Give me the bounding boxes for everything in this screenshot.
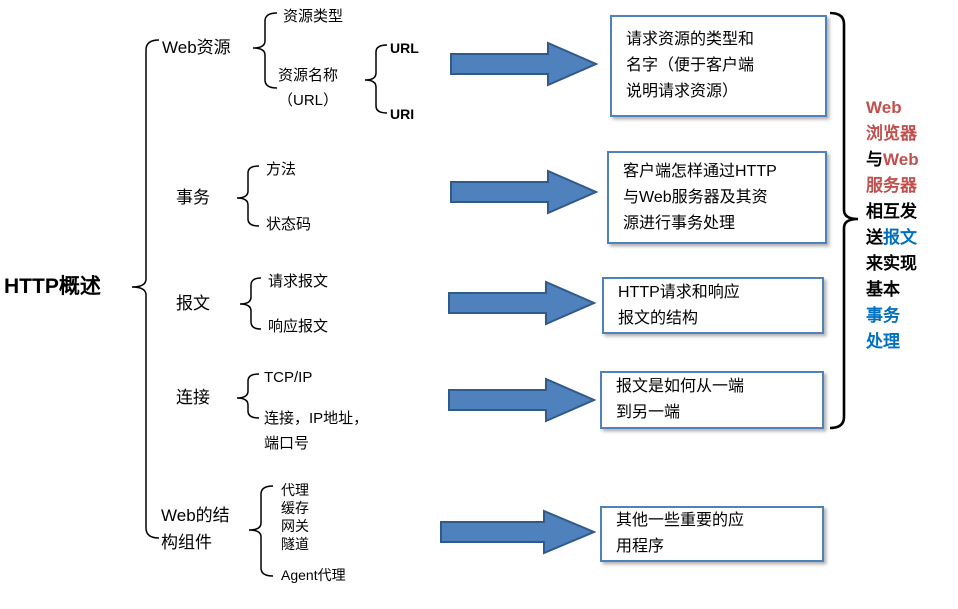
side-note-line: 浏览器: [866, 121, 958, 147]
callout-box-2: 客户端怎样通过HTTP 与Web服务器及其资 源进行事务处理: [607, 151, 827, 244]
branch-components-line2: 构组件: [161, 533, 212, 552]
right-arrow-icon: [440, 509, 597, 555]
side-note-line: 相互发: [866, 199, 958, 225]
main-brace: [131, 39, 160, 539]
branch-message: 报文: [176, 294, 210, 313]
callout-box-1: 请求资源的类型和 名字（便于客户端 说明请求资源）: [610, 15, 827, 117]
side-note-line: 服务器: [866, 173, 958, 199]
side-note-line: 事务: [866, 303, 958, 329]
side-note-segment: 事务: [866, 306, 900, 325]
web-resource-brace: [252, 12, 278, 89]
side-note-line: 来实现: [866, 251, 958, 277]
leaf-agent-proxy: Agent代理: [281, 567, 346, 583]
leaf-connection-detail-line1: 连接，IP地址，: [264, 410, 369, 427]
branch-connection: 连接: [176, 388, 210, 407]
side-note-line: 与Web: [866, 147, 958, 173]
message-brace: [239, 277, 262, 330]
right-arrow-icon: [450, 169, 599, 215]
callout-box-3: HTTP请求和响应 报文的结构: [602, 277, 824, 334]
side-note-segment: 报文: [883, 228, 917, 247]
branch-web-resource: Web资源: [162, 38, 231, 57]
right-arrow-icon: [450, 41, 599, 87]
components-brace: [248, 485, 274, 577]
leaf-cache: 缓存: [281, 500, 309, 516]
side-note-line: 基本: [866, 277, 958, 303]
box-line: 客户端怎样通过HTTP: [623, 162, 777, 180]
branch-components-line1: Web的结: [161, 506, 230, 525]
callout-box-5: 其他一些重要的应 用程序: [600, 506, 824, 562]
block-arrow-4: [448, 377, 597, 428]
box-line: 报文的结构: [618, 309, 699, 327]
side-note-segment: 服务器: [866, 176, 917, 195]
branch-transaction: 事务: [176, 188, 210, 207]
box-line: 名字（便于客户端: [626, 57, 755, 74]
branch-components: Web的结 构组件: [161, 502, 230, 556]
box-line: 源进行事务处理: [623, 214, 736, 232]
leaf-tunnel: 隧道: [281, 536, 309, 552]
resource-name-brace: [364, 44, 388, 114]
callout-box-4: 报文是如何从一端 到另一端: [600, 371, 824, 429]
right-arrow-icon: [448, 280, 597, 326]
side-note-segment: 基本: [866, 280, 900, 299]
leaf-gateway: 网关: [281, 518, 309, 534]
leaf-status-code: 状态码: [266, 216, 312, 233]
leaf-resource-type: 资源类型: [283, 8, 344, 25]
side-note-segment: 与: [866, 150, 883, 169]
leaf-uri: URI: [390, 106, 415, 122]
box-line: 用程序: [616, 538, 665, 555]
leaf-url: URL: [390, 40, 419, 56]
box-line: 与Web服务器及其资: [623, 188, 768, 206]
leaf-resource-name-line2: （URL）: [278, 92, 339, 109]
box-line: 到另一端: [616, 404, 681, 421]
side-note-segment: 处理: [866, 332, 900, 351]
leaf-connection-detail-line2: 端口号: [264, 435, 310, 452]
side-note-segment: 浏览器: [866, 124, 917, 143]
side-note-line: 送报文: [866, 225, 958, 251]
leaf-proxy: 代理: [281, 482, 309, 498]
box-line: 其他一些重要的应: [616, 512, 745, 529]
leaf-request-message: 请求报文: [268, 273, 329, 290]
leaf-method: 方法: [266, 161, 297, 178]
root-label: HTTP概述: [4, 275, 101, 298]
block-arrow-1: [450, 41, 599, 92]
box-line: 说明请求资源）: [626, 83, 739, 100]
side-note-segment: 相互发: [866, 202, 917, 221]
leaf-connection-detail: 连接，IP地址， 端口号: [264, 406, 368, 456]
leaf-response-message: 响应报文: [268, 318, 329, 335]
leaf-resource-name-line1: 资源名称: [278, 67, 339, 84]
right-arrow-icon: [448, 377, 597, 423]
connection-brace: [236, 373, 260, 419]
box-line: 请求资源的类型和: [626, 31, 755, 48]
side-note-line: Web: [866, 95, 958, 121]
leaf-tcp-ip: TCP/IP: [264, 369, 313, 386]
box-line: 报文是如何从一端: [616, 378, 745, 395]
transaction-brace: [236, 165, 260, 227]
block-arrow-5: [440, 509, 597, 560]
block-arrow-2: [450, 169, 599, 220]
right-brace: [829, 11, 859, 430]
leaf-resource-name: 资源名称 （URL）: [278, 63, 338, 113]
side-note-segment: Web: [866, 98, 902, 117]
side-note-segment: Web: [883, 150, 919, 169]
side-note-segment: 来实现: [866, 254, 917, 273]
box-line: HTTP请求和响应: [618, 283, 740, 301]
side-note-segment: 送: [866, 228, 883, 247]
side-note-line: 处理: [866, 329, 958, 355]
block-arrow-3: [448, 280, 597, 331]
